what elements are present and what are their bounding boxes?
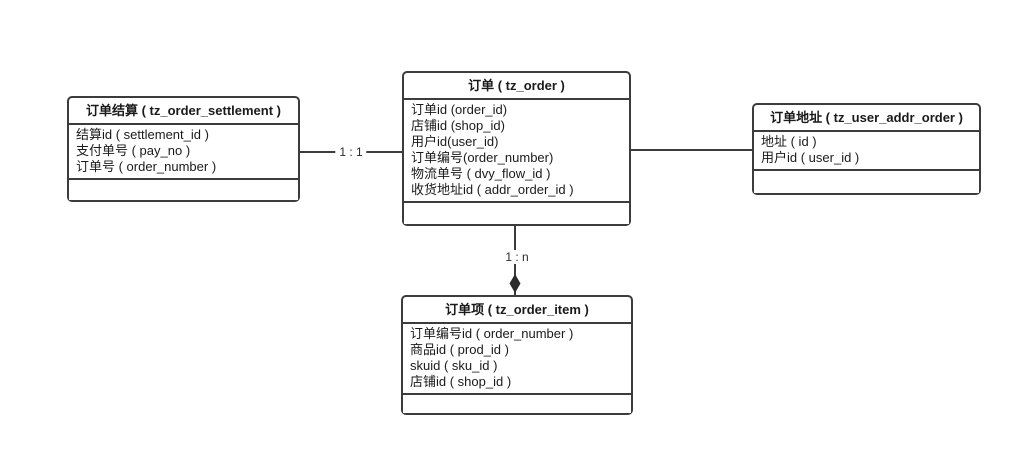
entity-title: 订单 ( tz_order ) bbox=[404, 73, 629, 100]
entity-title: 订单地址 ( tz_user_addr_order ) bbox=[754, 105, 979, 132]
entity-field: 支付单号 ( pay_no ) bbox=[76, 143, 191, 158]
entity-user-addr-order[interactable]: 订单地址 ( tz_user_addr_order ) 地址 ( id ) 用户… bbox=[752, 103, 981, 195]
entity-field: 物流单号 ( dvy_flow_id ) bbox=[411, 166, 551, 181]
entity-fields: 地址 ( id ) 用户id ( user_id ) bbox=[754, 132, 979, 171]
entity-field: 商品id ( prod_id ) bbox=[410, 342, 509, 357]
entity-order[interactable]: 订单 ( tz_order ) 订单id (order_id) 店铺id (sh… bbox=[402, 71, 631, 226]
entity-field: 订单编号id ( order_number ) bbox=[410, 326, 574, 341]
entity-field: 地址 ( id ) bbox=[761, 134, 817, 149]
entity-order-item[interactable]: 订单项 ( tz_order_item ) 订单编号id ( order_num… bbox=[401, 295, 633, 415]
entity-order-settlement[interactable]: 订单结算 ( tz_order_settlement ) 结算id ( sett… bbox=[67, 96, 300, 202]
connector-order-addr[interactable] bbox=[631, 149, 752, 151]
entity-fields: 订单编号id ( order_number ) 商品id ( prod_id )… bbox=[403, 324, 631, 395]
entity-field: 店铺id (shop_id) bbox=[411, 118, 505, 133]
entity-field: 订单id (order_id) bbox=[411, 102, 508, 117]
entity-field: 订单编号(order_number) bbox=[411, 150, 554, 165]
entity-footer bbox=[69, 180, 298, 200]
diamond-arrowhead-icon bbox=[509, 274, 521, 293]
entity-fields: 结算id ( settlement_id ) 支付单号 ( pay_no ) 订… bbox=[69, 125, 298, 180]
entity-field: skuid ( sku_id ) bbox=[410, 358, 498, 373]
entity-fields: 订单id (order_id) 店铺id (shop_id) 用户id(user… bbox=[404, 100, 629, 203]
cardinality-label-1-1: 1 : 1 bbox=[335, 145, 367, 159]
entity-field: 用户id(user_id) bbox=[411, 134, 499, 149]
entity-footer bbox=[404, 203, 629, 224]
entity-field: 结算id ( settlement_id ) bbox=[76, 127, 209, 142]
cardinality-label-1-n: 1 : n bbox=[501, 250, 533, 264]
entity-field: 店铺id ( shop_id ) bbox=[410, 374, 512, 389]
entity-title: 订单结算 ( tz_order_settlement ) bbox=[69, 98, 298, 125]
entity-footer bbox=[403, 395, 631, 413]
entity-footer bbox=[754, 171, 979, 193]
entity-field: 订单号 ( order_number ) bbox=[76, 159, 217, 174]
entity-field: 收货地址id ( addr_order_id ) bbox=[411, 182, 574, 197]
entity-field: 用户id ( user_id ) bbox=[761, 150, 860, 165]
entity-title: 订单项 ( tz_order_item ) bbox=[403, 297, 631, 324]
